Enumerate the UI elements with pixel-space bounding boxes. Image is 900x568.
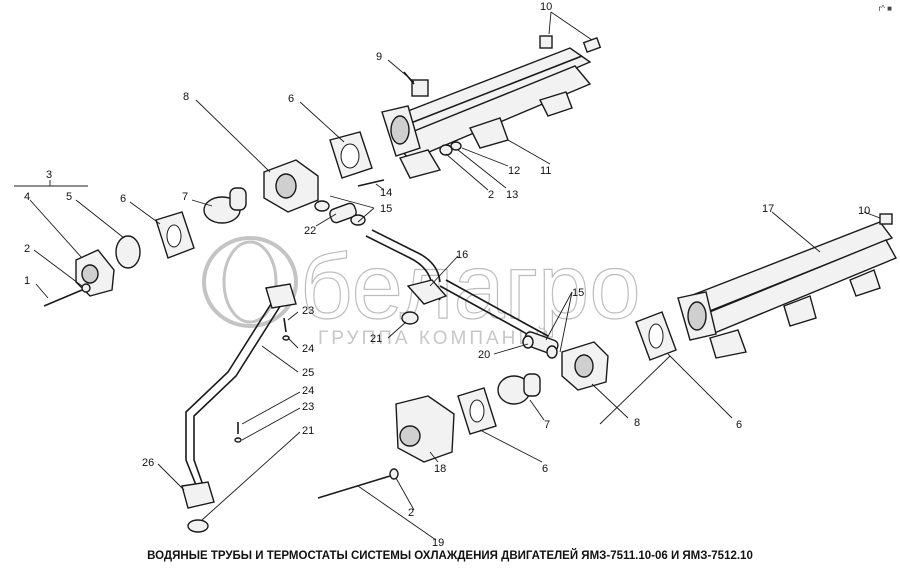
callout-25: 25	[302, 367, 314, 379]
callout-22: 22	[304, 225, 316, 237]
callout-23-bottom: 23	[302, 401, 314, 413]
upper-water-manifold	[381, 35, 602, 179]
thermostat-body	[395, 395, 455, 463]
callout-6-left: 6	[120, 193, 126, 205]
bolt-left	[43, 289, 83, 307]
watermark-logo-ring-inner	[222, 240, 278, 324]
connecting-hose-upper	[314, 200, 366, 226]
callout-6-lower: 6	[542, 463, 548, 475]
callout-21-bottom: 21	[302, 425, 314, 437]
callout-26: 26	[142, 457, 154, 469]
callout-9: 9	[376, 51, 382, 63]
callout-20: 20	[478, 349, 490, 361]
o-ring-bottom	[187, 519, 209, 533]
washer-left	[81, 283, 91, 293]
callout-2-upper: 2	[488, 189, 494, 201]
thermostat-lower	[497, 373, 541, 405]
callout-11: 11	[540, 165, 551, 177]
callout-2-left: 2	[24, 243, 30, 255]
lower-water-manifold	[677, 221, 897, 359]
connecting-hose-lower	[522, 331, 559, 359]
callout-8-lower: 8	[634, 417, 640, 429]
drain-cock	[403, 71, 429, 97]
callout-6-upper: 6	[288, 93, 294, 105]
corner-mark: r^ ■	[878, 4, 892, 13]
stud	[357, 179, 385, 187]
callout-4: 4	[24, 191, 30, 203]
callout-8-upper: 8	[183, 91, 189, 103]
nut-washer-set	[439, 141, 462, 156]
callout-24-top: 24	[302, 343, 314, 355]
bent-water-pipe	[181, 283, 297, 509]
callout-5: 5	[66, 191, 72, 203]
callout-6-right: 6	[736, 419, 742, 431]
small-washer-top	[282, 335, 290, 341]
thermostat-upper	[203, 187, 247, 224]
callout-7-upper: 7	[182, 191, 188, 203]
callout-19: 19	[432, 537, 444, 549]
o-ring-middle	[401, 311, 419, 325]
callout-7-lower: 7	[544, 419, 550, 431]
bypass-pipe	[365, 229, 549, 343]
callout-12: 12	[508, 165, 520, 177]
callout-24-bottom: 24	[302, 385, 314, 397]
sealing-ring	[115, 235, 141, 269]
callout-14: 14	[380, 187, 392, 199]
callout-16: 16	[456, 249, 468, 261]
callout-10-right: 10	[858, 205, 870, 217]
watermark: белагро ГРУППА КОМПАНИЙ	[202, 235, 641, 349]
callout-23-top: 23	[302, 305, 314, 317]
callout-2-lower: 2	[408, 507, 414, 519]
callout-10-top: 10	[540, 1, 552, 13]
callout-18: 18	[434, 463, 446, 475]
callout-21-middle: 21	[370, 333, 382, 345]
small-washer-bottom	[234, 437, 242, 443]
watermark-subtitle: ГРУППА КОМПАНИЙ	[318, 327, 552, 349]
callout-1: 1	[24, 275, 30, 287]
watermark-brand: белагро	[300, 236, 641, 338]
thermostat-housing-upper	[263, 159, 319, 213]
callout-numbers: 10 9 8 6 3 4 5 6 7 2 1 14 15 22 12 11 2 …	[24, 1, 870, 549]
gasket-right	[635, 311, 677, 361]
callout-15-lower: 15	[572, 287, 584, 299]
long-bolt	[317, 475, 391, 499]
gasket-upper	[329, 131, 373, 179]
leader-lines	[14, 11, 881, 541]
small-bolt-top	[283, 317, 287, 333]
callout-3: 3	[46, 169, 52, 181]
washer-lower	[389, 468, 399, 480]
plug-right	[879, 213, 893, 225]
callout-13: 13	[506, 189, 518, 201]
callout-15-upper: 15	[380, 203, 392, 215]
callout-17: 17	[762, 203, 774, 215]
diagram-caption: ВОДЯНЫЕ ТРУБЫ И ТЕРМОСТАТЫ СИСТЕМЫ ОХЛАЖ…	[147, 550, 753, 562]
watermark-logo-ring	[202, 236, 298, 328]
thermostat-housing-lower	[561, 341, 609, 391]
gasket-lower	[457, 387, 497, 435]
gasket-left	[155, 211, 195, 259]
